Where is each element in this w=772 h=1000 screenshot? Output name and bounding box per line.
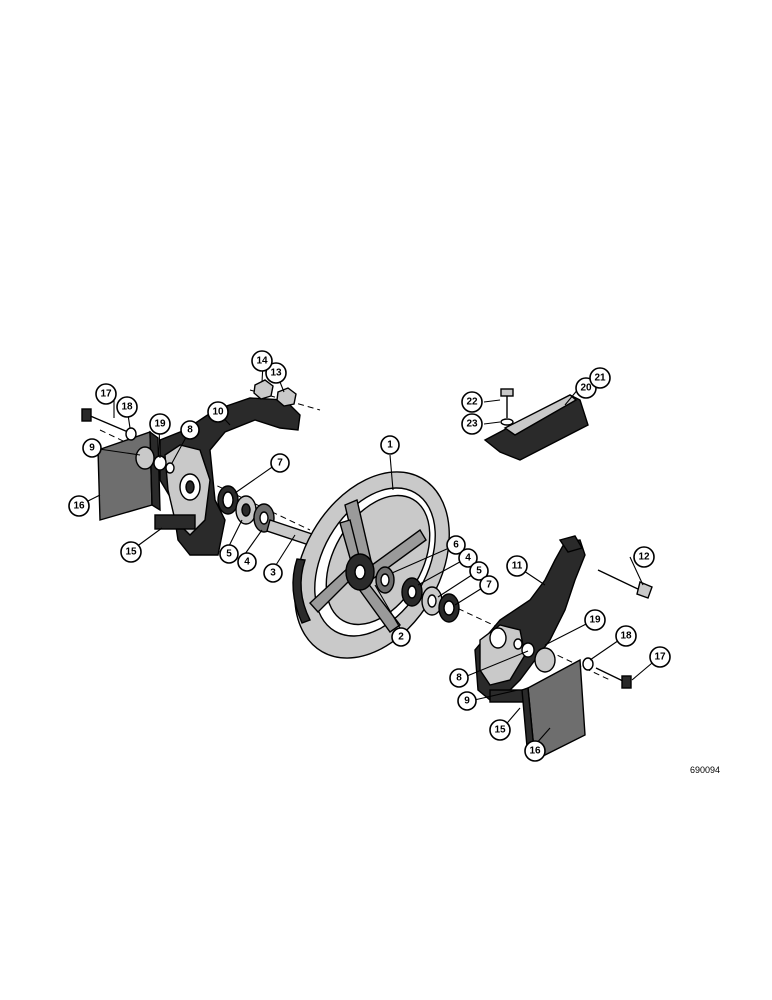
- callout-2-label: 2: [398, 632, 404, 643]
- callout-15-left-label: 15: [125, 547, 137, 558]
- right-bracket-11: [474, 535, 586, 703]
- callout-10-label: 10: [212, 407, 224, 418]
- callout-7-left-label: 7: [277, 458, 283, 469]
- callout-16-right-label: 16: [529, 746, 541, 757]
- right-bearing-stack: [375, 566, 460, 623]
- callout-1-label: 1: [387, 440, 393, 451]
- callout-20-label: 20: [580, 383, 592, 394]
- callout-21-label: 21: [594, 373, 606, 384]
- callout-14: 14: [251, 350, 273, 372]
- callout-16-right: 16: [524, 740, 546, 762]
- callout-22: 22: [461, 391, 483, 413]
- callout-10: 10: [207, 401, 229, 423]
- callout-4-right-label: 4: [465, 553, 471, 564]
- callout-9-right-label: 9: [464, 696, 470, 707]
- left-hardware: [81, 408, 175, 474]
- left-bearing-stack: [217, 485, 275, 533]
- callout-8-right: 8: [449, 668, 469, 688]
- callout-15-right-label: 15: [494, 725, 506, 736]
- callout-2: 2: [391, 627, 411, 647]
- callout-13-label: 13: [270, 368, 282, 379]
- callout-6-label: 6: [453, 540, 459, 551]
- callout-9-left-label: 9: [89, 443, 95, 454]
- callout-3-label: 3: [270, 568, 276, 579]
- callout-19-right-label: 19: [589, 615, 601, 626]
- callout-13: 13: [265, 362, 287, 384]
- callout-5-left-label: 5: [226, 549, 232, 560]
- callout-17-left-label: 17: [100, 389, 112, 400]
- callout-7-right-label: 7: [486, 580, 492, 591]
- callout-16-left: 16: [68, 495, 90, 517]
- callout-17-left: 17: [95, 383, 117, 405]
- callout-12: 12: [633, 546, 655, 568]
- callout-8-left-label: 8: [187, 425, 193, 436]
- callout-6: 6: [446, 535, 466, 555]
- callout-3: 3: [263, 563, 283, 583]
- callout-5-right: 5: [469, 561, 489, 581]
- callout-17-right: 17: [649, 646, 671, 668]
- callout-7-left: 7: [270, 453, 290, 473]
- callout-18-right-label: 18: [620, 631, 632, 642]
- wheel-1: [292, 471, 450, 659]
- callout-23: 23: [461, 413, 483, 435]
- shield-20-21: [483, 388, 589, 461]
- callout-11-label: 11: [512, 561, 523, 572]
- callout-15-left: 15: [120, 541, 142, 563]
- callout-9-right: 9: [457, 691, 477, 711]
- callout-18-left-label: 18: [121, 402, 133, 413]
- top-nuts: [253, 379, 297, 407]
- callout-16-left-label: 16: [73, 501, 85, 512]
- callout-18-left: 18: [116, 396, 138, 418]
- callout-23-label: 23: [466, 419, 478, 430]
- callout-12-label: 12: [638, 552, 650, 563]
- callout-9-left: 9: [82, 438, 102, 458]
- drawing-number: 690094: [690, 765, 720, 775]
- callout-8-left: 8: [180, 420, 200, 440]
- callout-1: 1: [380, 435, 400, 455]
- right-hardware: [513, 569, 653, 689]
- callout-22-label: 22: [466, 397, 478, 408]
- callout-19-left-label: 19: [154, 419, 166, 430]
- callout-7-right: 7: [479, 575, 499, 595]
- callout-19-right: 19: [584, 609, 606, 631]
- callout-4-left-label: 4: [244, 557, 250, 568]
- callout-21: 21: [589, 367, 611, 389]
- left-mounting-plate-16: [97, 430, 161, 521]
- callout-11: 11: [506, 555, 528, 577]
- callout-17-right-label: 17: [654, 652, 666, 663]
- callout-14-label: 14: [256, 356, 268, 367]
- callout-15-right: 15: [489, 719, 511, 741]
- callout-19-left: 19: [149, 413, 171, 435]
- callout-5-left: 5: [219, 544, 239, 564]
- callout-8-right-label: 8: [456, 673, 462, 684]
- callout-5-right-label: 5: [476, 566, 482, 577]
- callout-4-left: 4: [237, 552, 257, 572]
- callout-4-right: 4: [458, 548, 478, 568]
- callout-18-right: 18: [615, 625, 637, 647]
